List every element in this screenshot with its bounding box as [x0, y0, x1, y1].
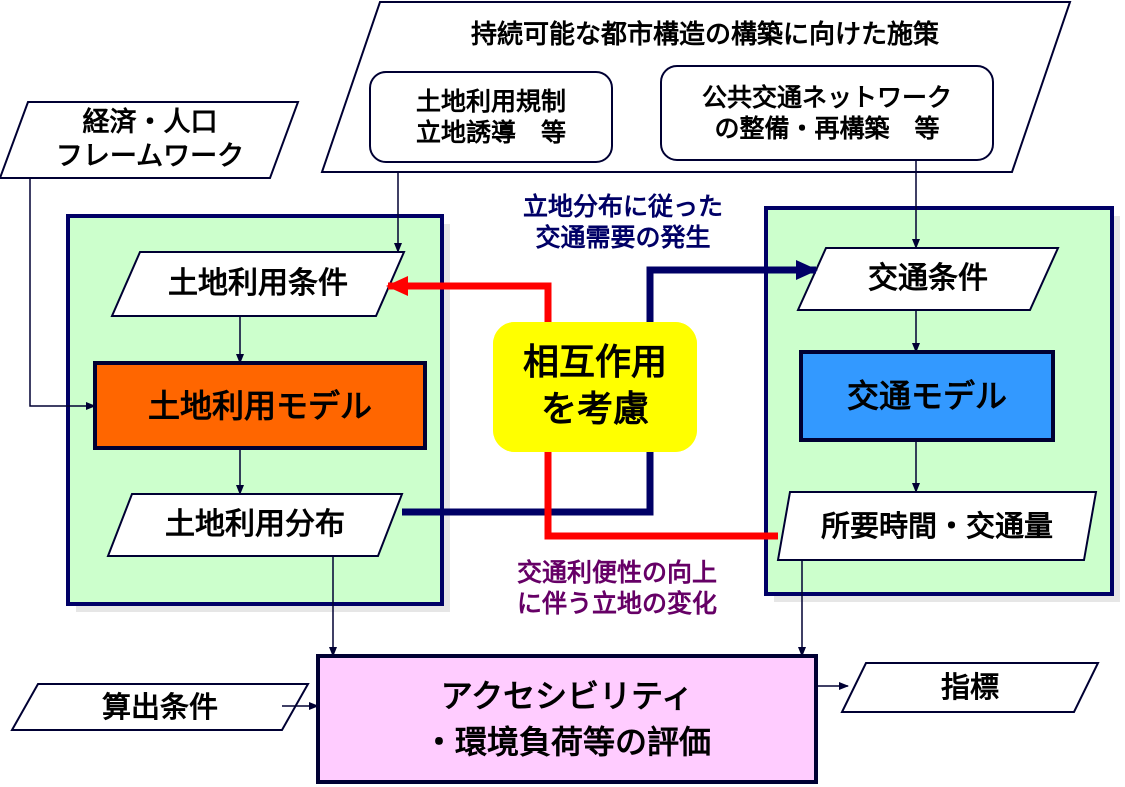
traffic-conditions-label: 交通条件	[868, 261, 988, 297]
evaluation-label: アクセシビリティ ・環境負荷等の評価	[422, 676, 711, 761]
indicators-label: 指標	[940, 669, 999, 704]
interaction-box-front	[493, 322, 697, 452]
location-change-label: 交通利便性の向上 に伴う立地の変化	[516, 557, 717, 618]
evaluation-box	[316, 654, 818, 784]
traffic-model-label: 交通モデル	[846, 377, 1007, 415]
interaction-label: 相互作用 を考慮	[522, 342, 667, 430]
indicators-parallelogram	[840, 662, 1100, 713]
land-distribution-parallelogram	[106, 493, 404, 557]
land-use-policy-box	[369, 71, 613, 163]
transit-policy-label: 公共交通ネットワーク の整備・再構築 等	[701, 82, 952, 143]
policy-title: 持続可能な都市構造の構築に向けた施策	[470, 19, 939, 50]
land-model-label: 土地利用モデル	[147, 386, 372, 425]
framework-parallelogram	[0, 101, 300, 179]
transit-policy-box	[660, 65, 994, 161]
land-use-policy-label: 土地利用規制 立地誘導 等	[415, 86, 566, 147]
framework-label: 経済・人口 フレームワーク	[55, 107, 245, 172]
calc-conditions-parallelogram	[10, 683, 310, 731]
traffic-output-parallelogram	[776, 491, 1098, 561]
traffic-output-label: 所要時間・交通量	[820, 508, 1053, 543]
calc-conditions-label: 算出条件	[101, 689, 218, 724]
land-distribution-label: 土地利用分布	[165, 507, 345, 543]
traffic-conditions-parallelogram	[796, 247, 1060, 311]
demand-label: 立地分布に従った 交通需要の発生	[522, 191, 723, 252]
land-conditions-parallelogram	[110, 251, 406, 317]
traffic-model-box	[799, 350, 1055, 442]
land-conditions-label: 土地利用条件	[168, 266, 348, 302]
land-model-box	[93, 361, 427, 450]
framework-to-land-model-arrow	[29, 178, 96, 410]
